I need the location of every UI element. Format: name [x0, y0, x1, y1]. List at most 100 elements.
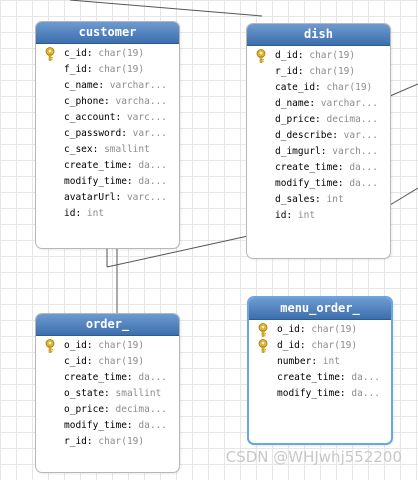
- table-field-row[interactable]: avatarUrl: varc...: [36, 190, 179, 206]
- table-field-row[interactable]: create_time: da...: [247, 160, 390, 176]
- field-name: modify_time: [64, 420, 127, 431]
- field-name: o_price: [64, 404, 105, 415]
- table-title[interactable]: customer: [36, 22, 179, 44]
- table-field-row[interactable]: id: int: [247, 208, 390, 224]
- relationship-line[interactable]: [69, 0, 263, 17]
- table-dish[interactable]: dish d_id: char(19)r_id: char(19)cate_id…: [246, 23, 391, 259]
- table-field-row[interactable]: cate_id: char(19): [247, 80, 390, 96]
- table-title[interactable]: dish: [247, 24, 390, 46]
- table-field-row[interactable]: f_id: char(19): [36, 62, 179, 78]
- field-name: d_price: [275, 114, 316, 125]
- field-separator: :: [126, 160, 139, 171]
- table-field-row[interactable]: modify_time: da...: [36, 418, 179, 434]
- field-list: o_id: char(19)c_id: char(19)create_time:…: [36, 336, 179, 450]
- relationship-line[interactable]: [389, 83, 418, 97]
- field-separator: :: [104, 388, 116, 399]
- table-field-row[interactable]: o_price: decima...: [36, 402, 179, 418]
- field-name: c_password: [64, 128, 122, 139]
- table-field-row[interactable]: r_id: char(19): [36, 434, 179, 450]
- field-name: d_name: [275, 98, 310, 109]
- table-field-row[interactable]: c_phone: varcha...: [36, 94, 179, 110]
- field-separator: :: [86, 48, 99, 59]
- table-field-row[interactable]: modify_time: da...: [247, 176, 390, 192]
- table-field-row[interactable]: c_name: varchar...: [36, 78, 179, 94]
- field-name: modify_time: [277, 388, 340, 399]
- table-field-row[interactable]: modify_time: da...: [249, 386, 391, 402]
- field-type: char(19): [98, 356, 145, 367]
- field-separator: :: [299, 340, 312, 351]
- field-type: varc...: [126, 112, 167, 123]
- field-type: var...: [132, 128, 167, 139]
- table-field-row[interactable]: c_id: char(19): [36, 354, 179, 370]
- field-name: modify_time: [275, 178, 338, 189]
- field-name: o_state: [64, 388, 105, 399]
- field-separator: :: [332, 130, 344, 141]
- field-name: r_id: [275, 66, 298, 77]
- field-separator: :: [98, 80, 110, 91]
- table-field-row[interactable]: create_time: da...: [36, 158, 179, 174]
- field-separator: :: [315, 194, 327, 205]
- table-field-row[interactable]: c_account: varc...: [36, 110, 179, 126]
- field-type: int: [86, 208, 105, 219]
- field-separator: :: [309, 98, 321, 109]
- field-separator: :: [104, 404, 116, 415]
- field-separator: :: [337, 178, 350, 189]
- table-menu-order[interactable]: menu_order_ o_id: char(19)d_id: char(19)…: [247, 296, 393, 445]
- field-type: varchar...: [320, 98, 378, 109]
- table-field-row[interactable]: create_time: da...: [36, 370, 179, 386]
- field-separator: :: [92, 144, 105, 155]
- field-separator: :: [115, 112, 127, 123]
- field-name: number: [277, 356, 312, 367]
- field-type: da...: [351, 372, 380, 383]
- relationship-line[interactable]: [106, 235, 249, 268]
- field-type: decima...: [115, 404, 167, 415]
- table-title[interactable]: order_: [36, 314, 179, 336]
- field-type: varc...: [126, 192, 167, 203]
- field-type: char(19): [311, 324, 358, 335]
- watermark: CSDN @WHJwhj552200: [225, 448, 402, 466]
- field-type: da...: [349, 178, 378, 189]
- key-icon: [255, 49, 267, 63]
- field-type: var...: [343, 130, 378, 141]
- table-field-row[interactable]: r_id: char(19): [247, 64, 390, 80]
- table-field-row[interactable]: modify_time: da...: [36, 174, 179, 190]
- field-separator: :: [126, 176, 139, 187]
- field-name: create_time: [277, 372, 340, 383]
- field-name: c_name: [64, 80, 99, 91]
- table-field-row[interactable]: id: int: [36, 206, 179, 222]
- table-field-row[interactable]: d_id: char(19): [247, 48, 390, 64]
- table-field-row[interactable]: o_id: char(19): [36, 338, 179, 354]
- field-type: da...: [138, 176, 167, 187]
- relationship-line[interactable]: [389, 187, 418, 206]
- table-field-row[interactable]: d_price: decima...: [247, 112, 390, 128]
- field-separator: :: [297, 66, 310, 77]
- table-field-row[interactable]: d_id: char(19): [249, 338, 391, 354]
- field-separator: :: [315, 114, 327, 125]
- table-field-row[interactable]: d_name: varchar...: [247, 96, 390, 112]
- table-field-row[interactable]: c_id: char(19): [36, 46, 179, 62]
- field-separator: :: [86, 356, 99, 367]
- field-type: da...: [138, 420, 167, 431]
- table-field-row[interactable]: create_time: da...: [249, 370, 391, 386]
- field-separator: :: [311, 356, 323, 367]
- table-field-row[interactable]: d_describe: var...: [247, 128, 390, 144]
- table-field-row[interactable]: c_password: var...: [36, 126, 179, 142]
- key-icon: [257, 339, 269, 353]
- field-separator: :: [339, 372, 352, 383]
- field-type: varchar...: [109, 80, 167, 91]
- table-customer[interactable]: customer c_id: char(19)f_id: char(19)c_n…: [35, 21, 180, 249]
- table-field-row[interactable]: d_sales: int: [247, 192, 390, 208]
- table-title[interactable]: menu_order_: [249, 298, 391, 320]
- field-name: create_time: [275, 162, 338, 173]
- field-separator: :: [126, 372, 139, 383]
- table-field-row[interactable]: c_sex: smallint: [36, 142, 179, 158]
- table-field-row[interactable]: d_imgurl: varch...: [247, 144, 390, 160]
- table-field-row[interactable]: number: int: [249, 354, 391, 370]
- field-separator: :: [339, 388, 352, 399]
- table-field-row[interactable]: o_state: smallint: [36, 386, 179, 402]
- field-type: char(19): [311, 340, 358, 351]
- table-order[interactable]: order_ o_id: char(19)c_id: char(19)creat…: [35, 313, 180, 473]
- table-field-row[interactable]: o_id: char(19): [249, 322, 391, 338]
